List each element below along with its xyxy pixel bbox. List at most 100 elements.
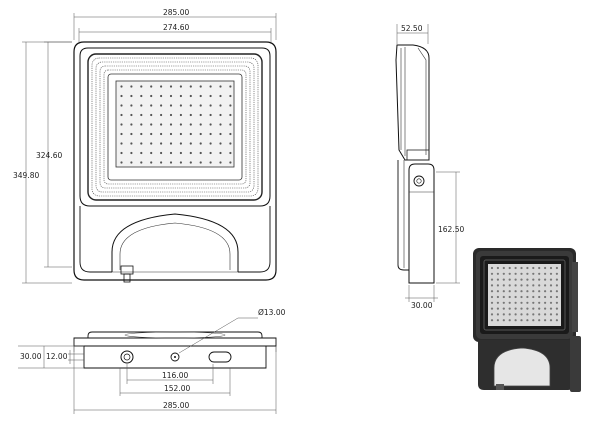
dim-front-height-outer: 349.80 [13,171,39,180]
render-led-dot [538,266,541,270]
render-led-dot [520,284,523,287]
render-led-dot [490,266,494,270]
render-led-dot [520,266,523,270]
led-dot [150,94,153,98]
render-led-dot [532,301,535,304]
led-dot [160,142,163,145]
render-led-dot [526,290,529,293]
render-led-dot [514,272,517,275]
led-dot [130,104,133,107]
render-led-dot [496,301,499,304]
led-dot [130,151,133,155]
render-led-dot [538,284,541,287]
render-led-dot [555,295,559,299]
render-led-dot [555,301,559,304]
render-led-dot [544,284,547,287]
dim-front-height-inner: 324.60 [36,151,62,160]
render-led-dot [502,313,505,316]
led-dot [160,113,163,117]
led-dot [150,113,153,117]
render-led-dot [555,278,559,281]
render-led-dot [526,272,529,275]
render-led-dot [514,266,517,270]
render-led-dot [514,319,517,322]
led-dot [219,123,222,126]
render-led-dot [496,272,499,275]
render-led-dot [490,319,494,322]
render-led-dot [508,319,511,322]
render-led-dot [549,290,553,293]
led-dot [120,123,123,126]
led-dot [199,161,202,164]
render-led-dot [538,278,541,281]
led-dot [219,142,222,145]
led-dot [150,123,153,126]
led-dot [189,123,192,126]
led-dot [130,113,133,117]
render-led-dot [496,319,499,322]
render-led-dot [555,266,559,270]
led-dot [189,94,192,98]
render-led-dot [490,278,494,281]
led-dot [209,113,212,117]
render-led-dot [508,278,511,281]
led-dot [219,94,222,98]
render-led-dot [502,290,505,293]
led-dot [179,132,182,136]
led-dot [179,161,182,164]
led-dot [140,104,143,107]
led-array [120,85,232,164]
render-led-dot [526,278,529,281]
render-led-dot [508,266,511,270]
render-led-dot [502,266,505,270]
led-dot [209,161,212,164]
render-led-dot [502,278,505,281]
led-dot [130,132,133,136]
render-led-dot [520,307,523,310]
dim-bottom-spacing-inner: 116.00 [162,371,188,380]
led-dot [140,123,143,126]
led-dot [219,161,222,164]
render-led-dot [520,319,523,322]
led-dot [150,161,153,164]
led-dot [140,132,143,136]
led-dot [179,85,182,88]
render-led-dot [514,307,517,310]
render-led-dot [490,313,494,316]
led-dot [140,142,143,145]
led-dot [179,94,182,98]
render-led-dot [538,290,541,293]
cable-port [120,350,134,364]
led-dot [229,123,232,126]
render-led-dot [514,313,517,316]
render-led-dot [532,313,535,316]
render-led-dot [549,313,553,316]
led-dot [169,142,173,145]
led-dot [169,94,173,98]
render-led-dot [532,272,535,275]
render-led-dot [544,272,547,275]
render-led-dot [532,284,535,287]
led-dot [229,161,232,164]
led-dot [189,161,192,164]
render-led-dot [508,313,511,316]
render-led-dot [549,295,553,299]
led-dot [169,151,173,155]
mount-hole [170,352,180,362]
led-dot [199,85,202,88]
render-led-dot [490,301,494,304]
render-led-dot [514,290,517,293]
led-dot [199,94,202,98]
led-dot [229,151,232,155]
render-led-dot [544,290,547,293]
render-led-dot [544,319,547,322]
render-led-dot [555,272,559,275]
render-led-dot [490,290,494,293]
render-led-dot [490,272,494,275]
led-dot [130,123,133,126]
render-led-dot [520,295,523,299]
led-dot [120,85,123,88]
render-led-dot [526,295,529,299]
render-led-dot [514,301,517,304]
